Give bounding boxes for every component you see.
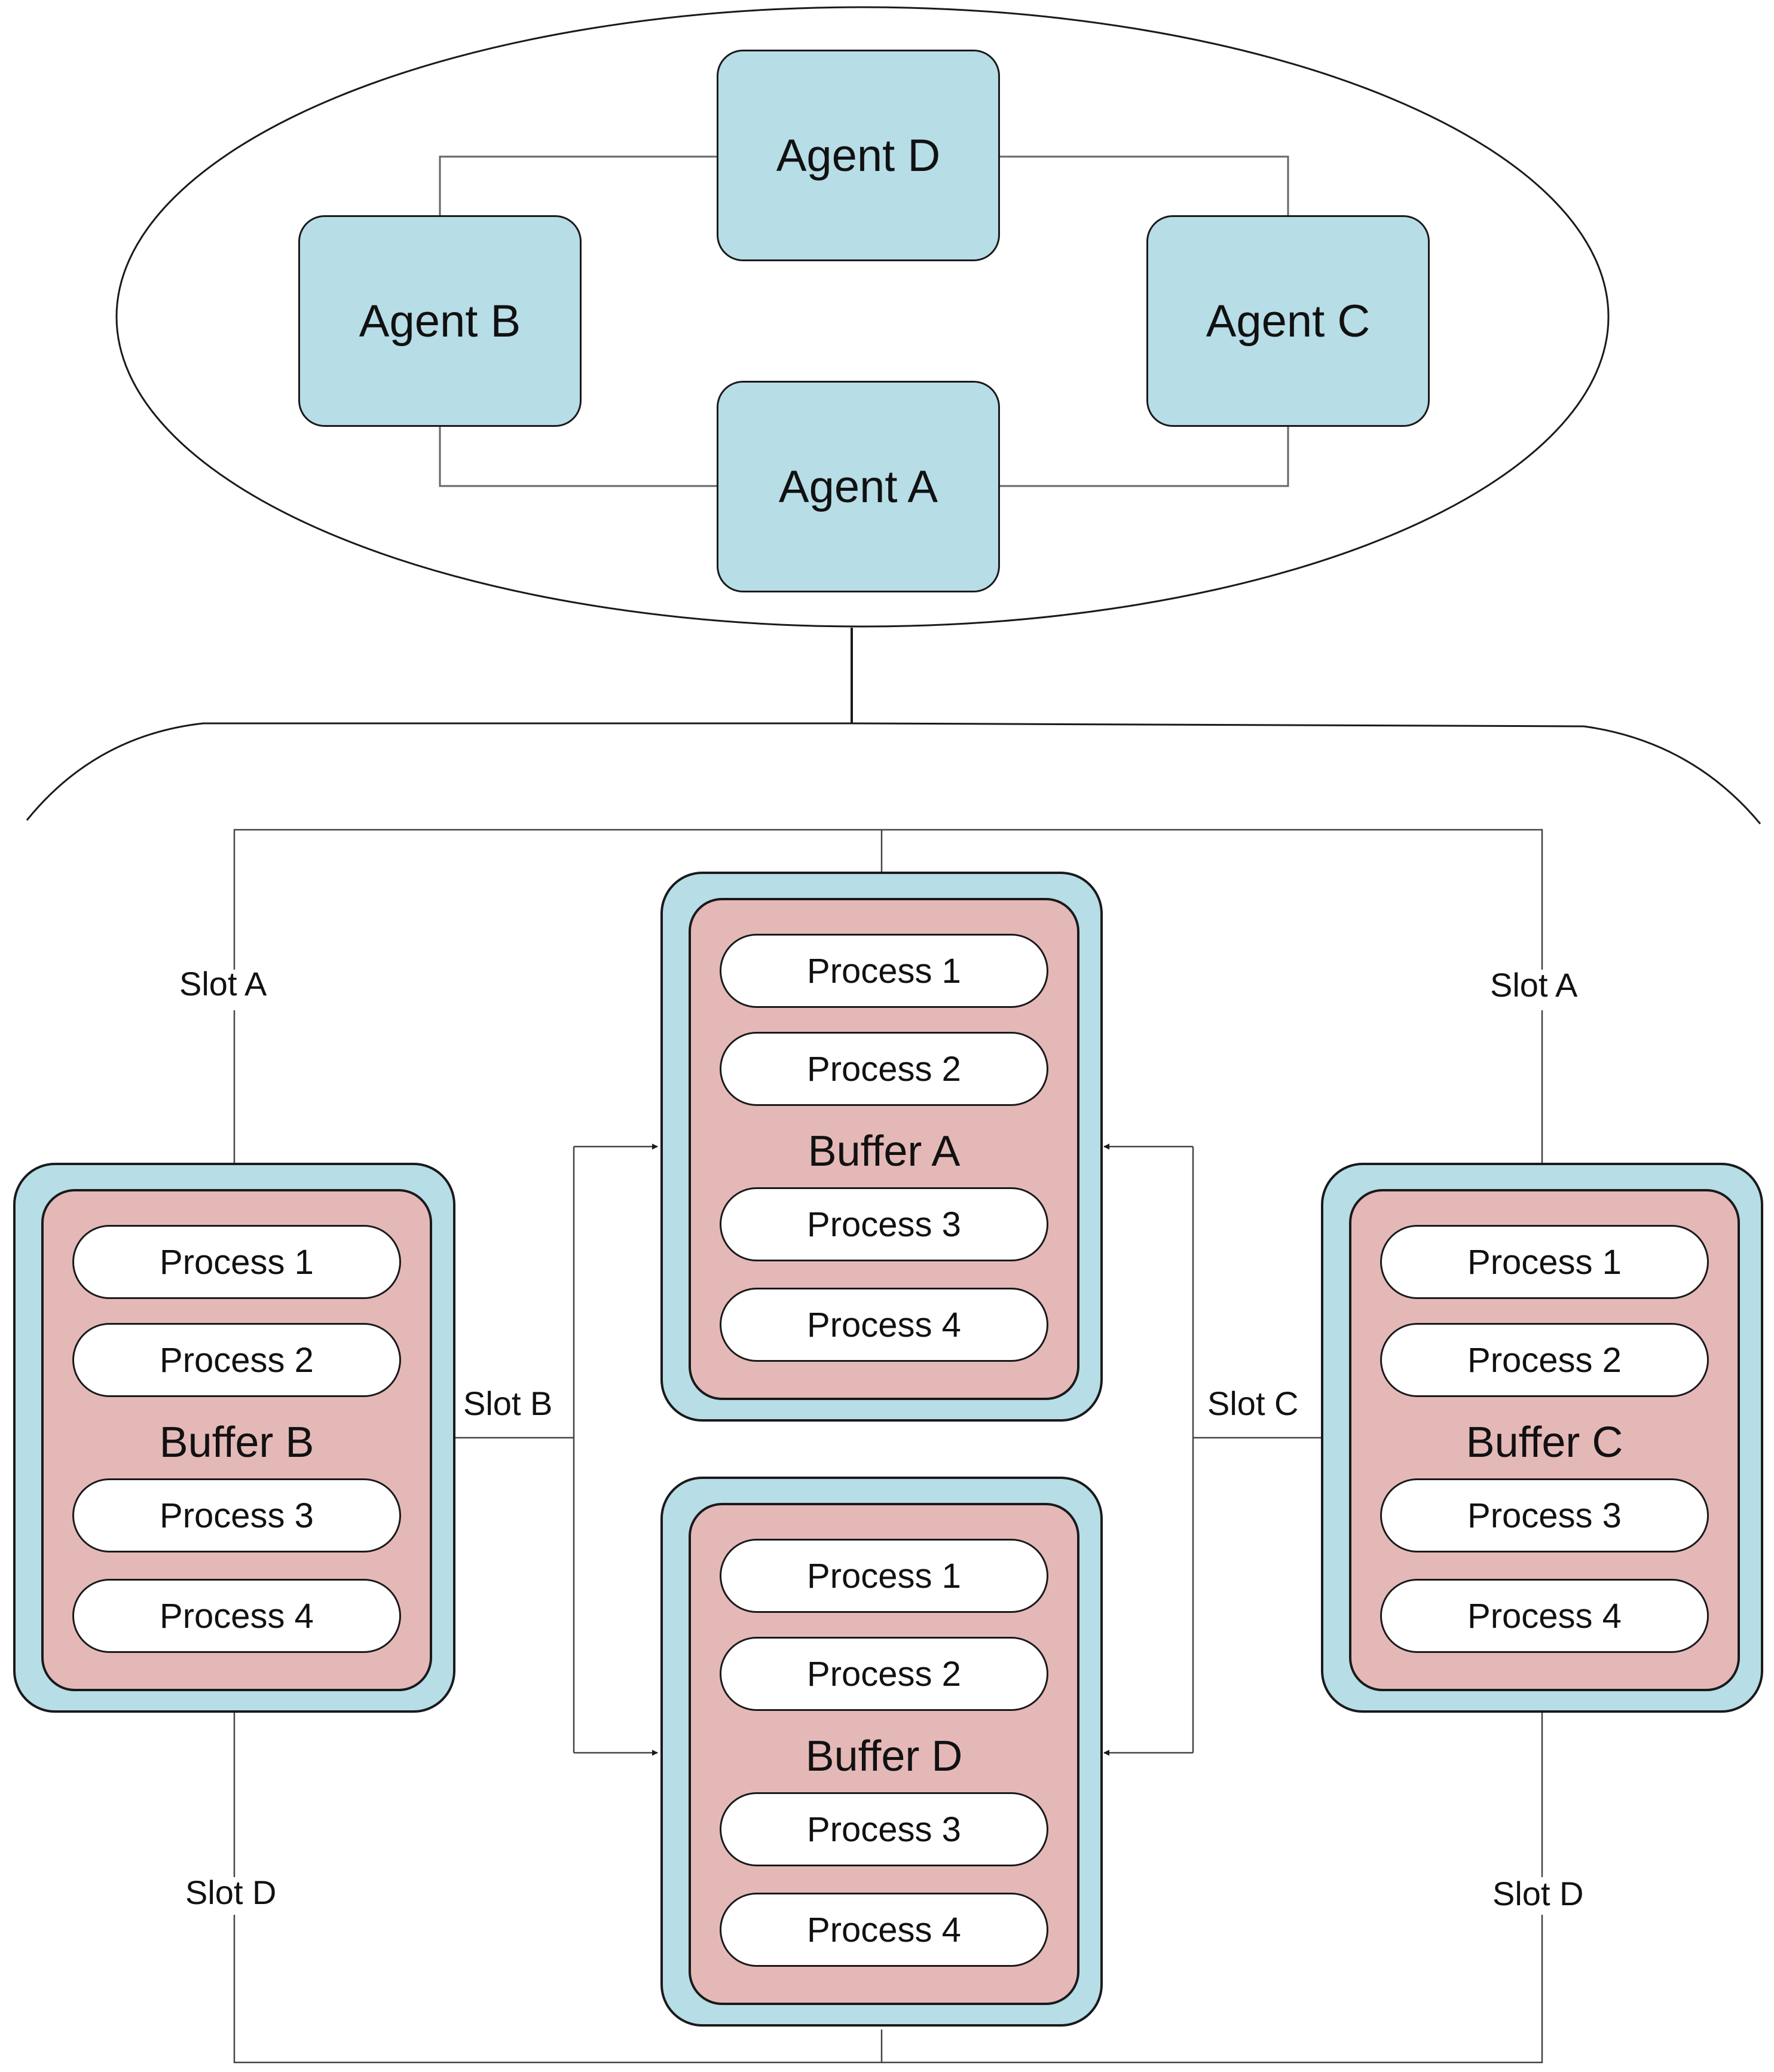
buffer-a-process-1: Process 1 — [720, 934, 1048, 1008]
buffer-c-label: Buffer C — [1466, 1419, 1623, 1466]
buffer-a-process-4: Process 4 — [720, 1288, 1048, 1362]
buffer-b-container: Process 1 Process 2 Buffer B Process 3 P… — [13, 1163, 455, 1713]
buffer-b-process-4: Process 4 — [72, 1579, 401, 1653]
buffer-d-process-3: Process 3 — [720, 1792, 1048, 1866]
agent-c: Agent C — [1146, 215, 1430, 427]
buffer-d-container: Process 1 Process 2 Buffer D Process 3 P… — [660, 1477, 1103, 2027]
buffer-a-container: Process 1 Process 2 Buffer A Process 3 P… — [660, 872, 1103, 1422]
slot-label-mid-right: Slot C — [1207, 1385, 1299, 1422]
agent-c-label: Agent C — [1206, 295, 1371, 347]
agent-d: Agent D — [717, 50, 1000, 261]
slot-label-bottom-left: Slot D — [185, 1874, 277, 1911]
buffer-b-process-1: Process 1 — [72, 1225, 401, 1299]
brace-line — [26, 722, 1761, 824]
slot-d-connectors — [231, 1690, 1545, 2064]
slot-label-mid-left: Slot B — [463, 1385, 553, 1422]
agent-cluster-ellipse — [115, 6, 1610, 628]
agent-ring-connectors — [439, 155, 1289, 487]
slot-label-bottom-right: Slot D — [1492, 1875, 1584, 1912]
buffer-c-process-1: Process 1 — [1380, 1225, 1709, 1299]
slot-c-connectors — [1103, 1144, 1348, 1756]
agent-b-label: Agent B — [359, 295, 521, 347]
buffer-a: Process 1 Process 2 Buffer A Process 3 P… — [689, 898, 1079, 1400]
slot-b-connectors — [430, 1144, 658, 1756]
agent-d-label: Agent D — [776, 130, 941, 181]
buffer-b-process-3: Process 3 — [72, 1478, 401, 1553]
agent-a: Agent A — [717, 381, 1000, 592]
buffer-b: Process 1 Process 2 Buffer B Process 3 P… — [41, 1189, 432, 1691]
agent-b: Agent B — [298, 215, 582, 427]
buffer-c-process-2: Process 2 — [1380, 1323, 1709, 1397]
buffer-c-container: Process 1 Process 2 Buffer C Process 3 P… — [1321, 1163, 1763, 1713]
buffer-a-process-2: Process 2 — [720, 1032, 1048, 1106]
buffer-d: Process 1 Process 2 Buffer D Process 3 P… — [689, 1503, 1079, 2005]
slot-label-top-left: Slot A — [179, 965, 267, 1003]
buffer-d-process-1: Process 1 — [720, 1539, 1048, 1613]
buffer-a-process-3: Process 3 — [720, 1187, 1048, 1261]
slot-label-top-right: Slot A — [1490, 966, 1578, 1004]
buffer-d-process-4: Process 4 — [720, 1893, 1048, 1967]
buffer-a-label: Buffer A — [808, 1127, 961, 1175]
buffer-d-label: Buffer D — [805, 1732, 963, 1780]
slot-a-connectors — [231, 829, 1545, 1184]
buffer-c: Process 1 Process 2 Buffer C Process 3 P… — [1349, 1189, 1740, 1691]
buffer-c-process-4: Process 4 — [1380, 1579, 1709, 1653]
buffer-c-process-3: Process 3 — [1380, 1478, 1709, 1553]
buffer-d-process-2: Process 2 — [720, 1637, 1048, 1711]
buffer-b-process-2: Process 2 — [72, 1323, 401, 1397]
agent-a-label: Agent A — [778, 461, 938, 512]
buffer-b-label: Buffer B — [159, 1419, 314, 1466]
